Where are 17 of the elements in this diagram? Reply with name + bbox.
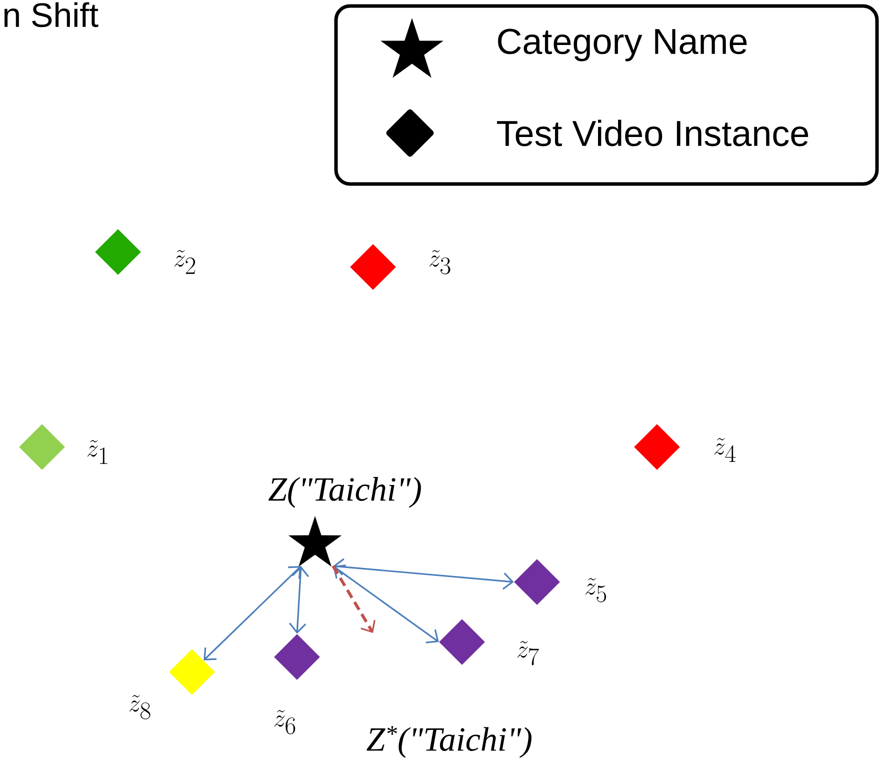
point-label: $\tilde{z}_{2}$ [174,250,196,274]
point-label: $\tilde{z}_{8}$ [129,695,150,720]
point-label: $\tilde{z}_{7}$ [517,641,539,666]
arrow [333,558,514,590]
point-label: $\tilde{z}_{3}$ [429,250,450,274]
caption-text: n Shift [4,2,98,28]
legend-text: Test Video Instance [497,120,808,146]
point-label: $\tilde{z}_{6}$ [274,710,296,734]
point-label: $\tilde{z}_{1}$ [87,440,108,464]
arrow [289,566,310,634]
edge-label: Z$^{*}$("Taichi") [365,725,534,759]
point-label: $\tilde{z}_{4}$ [714,438,736,462]
arrow [204,566,302,660]
arrow [333,564,439,644]
legend-text: Category Name [498,28,747,62]
arrow [332,565,376,633]
point-label: $\tilde{z}_{5}$ [585,578,606,602]
